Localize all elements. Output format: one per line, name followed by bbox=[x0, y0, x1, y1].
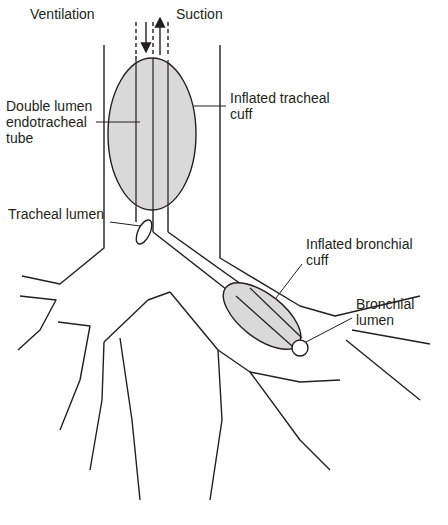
part-label: Double lumen endotracheal tube bbox=[6, 98, 94, 146]
part-label: Bronchial lumen bbox=[356, 296, 440, 328]
part-label: Tracheal lumen bbox=[8, 206, 108, 222]
part-label: Inflated bronchial cuff bbox=[306, 236, 416, 268]
flow-label: Ventilation bbox=[30, 6, 130, 22]
flow-label: Suction bbox=[176, 6, 256, 22]
part-label: Inflated tracheal cuff bbox=[230, 90, 330, 122]
